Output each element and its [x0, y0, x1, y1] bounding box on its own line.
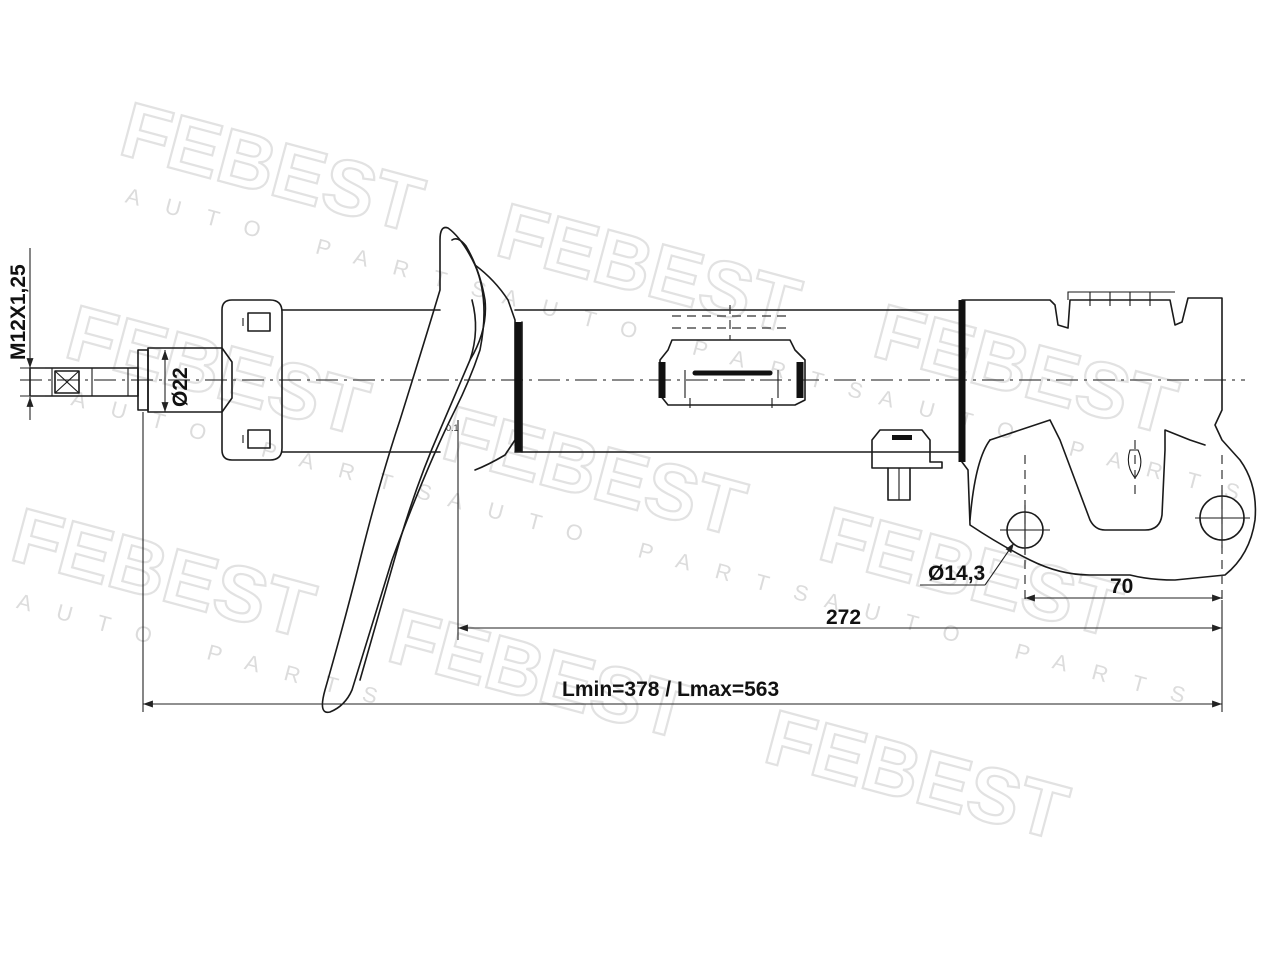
- rod-collar: Ø22: [137, 347, 233, 413]
- hole-spacing-label: 70: [1110, 575, 1133, 598]
- rod-diameter-label: Ø22: [169, 367, 192, 407]
- bolt-hole-dimension: Ø14,3: [920, 542, 1015, 586]
- brake-hose-bracket: [658, 305, 806, 408]
- thread-label: M12X1,25: [7, 264, 30, 360]
- bolt-holes: [1000, 455, 1250, 600]
- knuckle-bracket: [958, 291, 1257, 581]
- thread-dimension: M12X1,25: [7, 248, 45, 420]
- sensor-clip: [871, 429, 943, 501]
- watermark-brand: FEBEST: [380, 591, 700, 756]
- spring-seat: 0.1: [321, 226, 522, 714]
- bolt-hole-label: Ø14,3: [928, 562, 985, 585]
- body-length-label: 272: [826, 606, 861, 629]
- small-mark: 0.1: [446, 423, 459, 433]
- watermark-layer: FEBEST AUTO PARTS FEBEST AUTO PARTS FEBE…: [2, 84, 1267, 858]
- overall-length-dimension: Lmin=378 / Lmax=563: [142, 412, 1223, 712]
- piston-rod: [281, 309, 441, 453]
- watermark-brand: FEBEST: [757, 692, 1077, 857]
- top-mount: [221, 299, 283, 461]
- body-length-dimension: 272: [457, 420, 1223, 640]
- overall-length-label: Lmin=378 / Lmax=563: [562, 678, 779, 701]
- hole-spacing-dimension: 70: [1025, 575, 1222, 602]
